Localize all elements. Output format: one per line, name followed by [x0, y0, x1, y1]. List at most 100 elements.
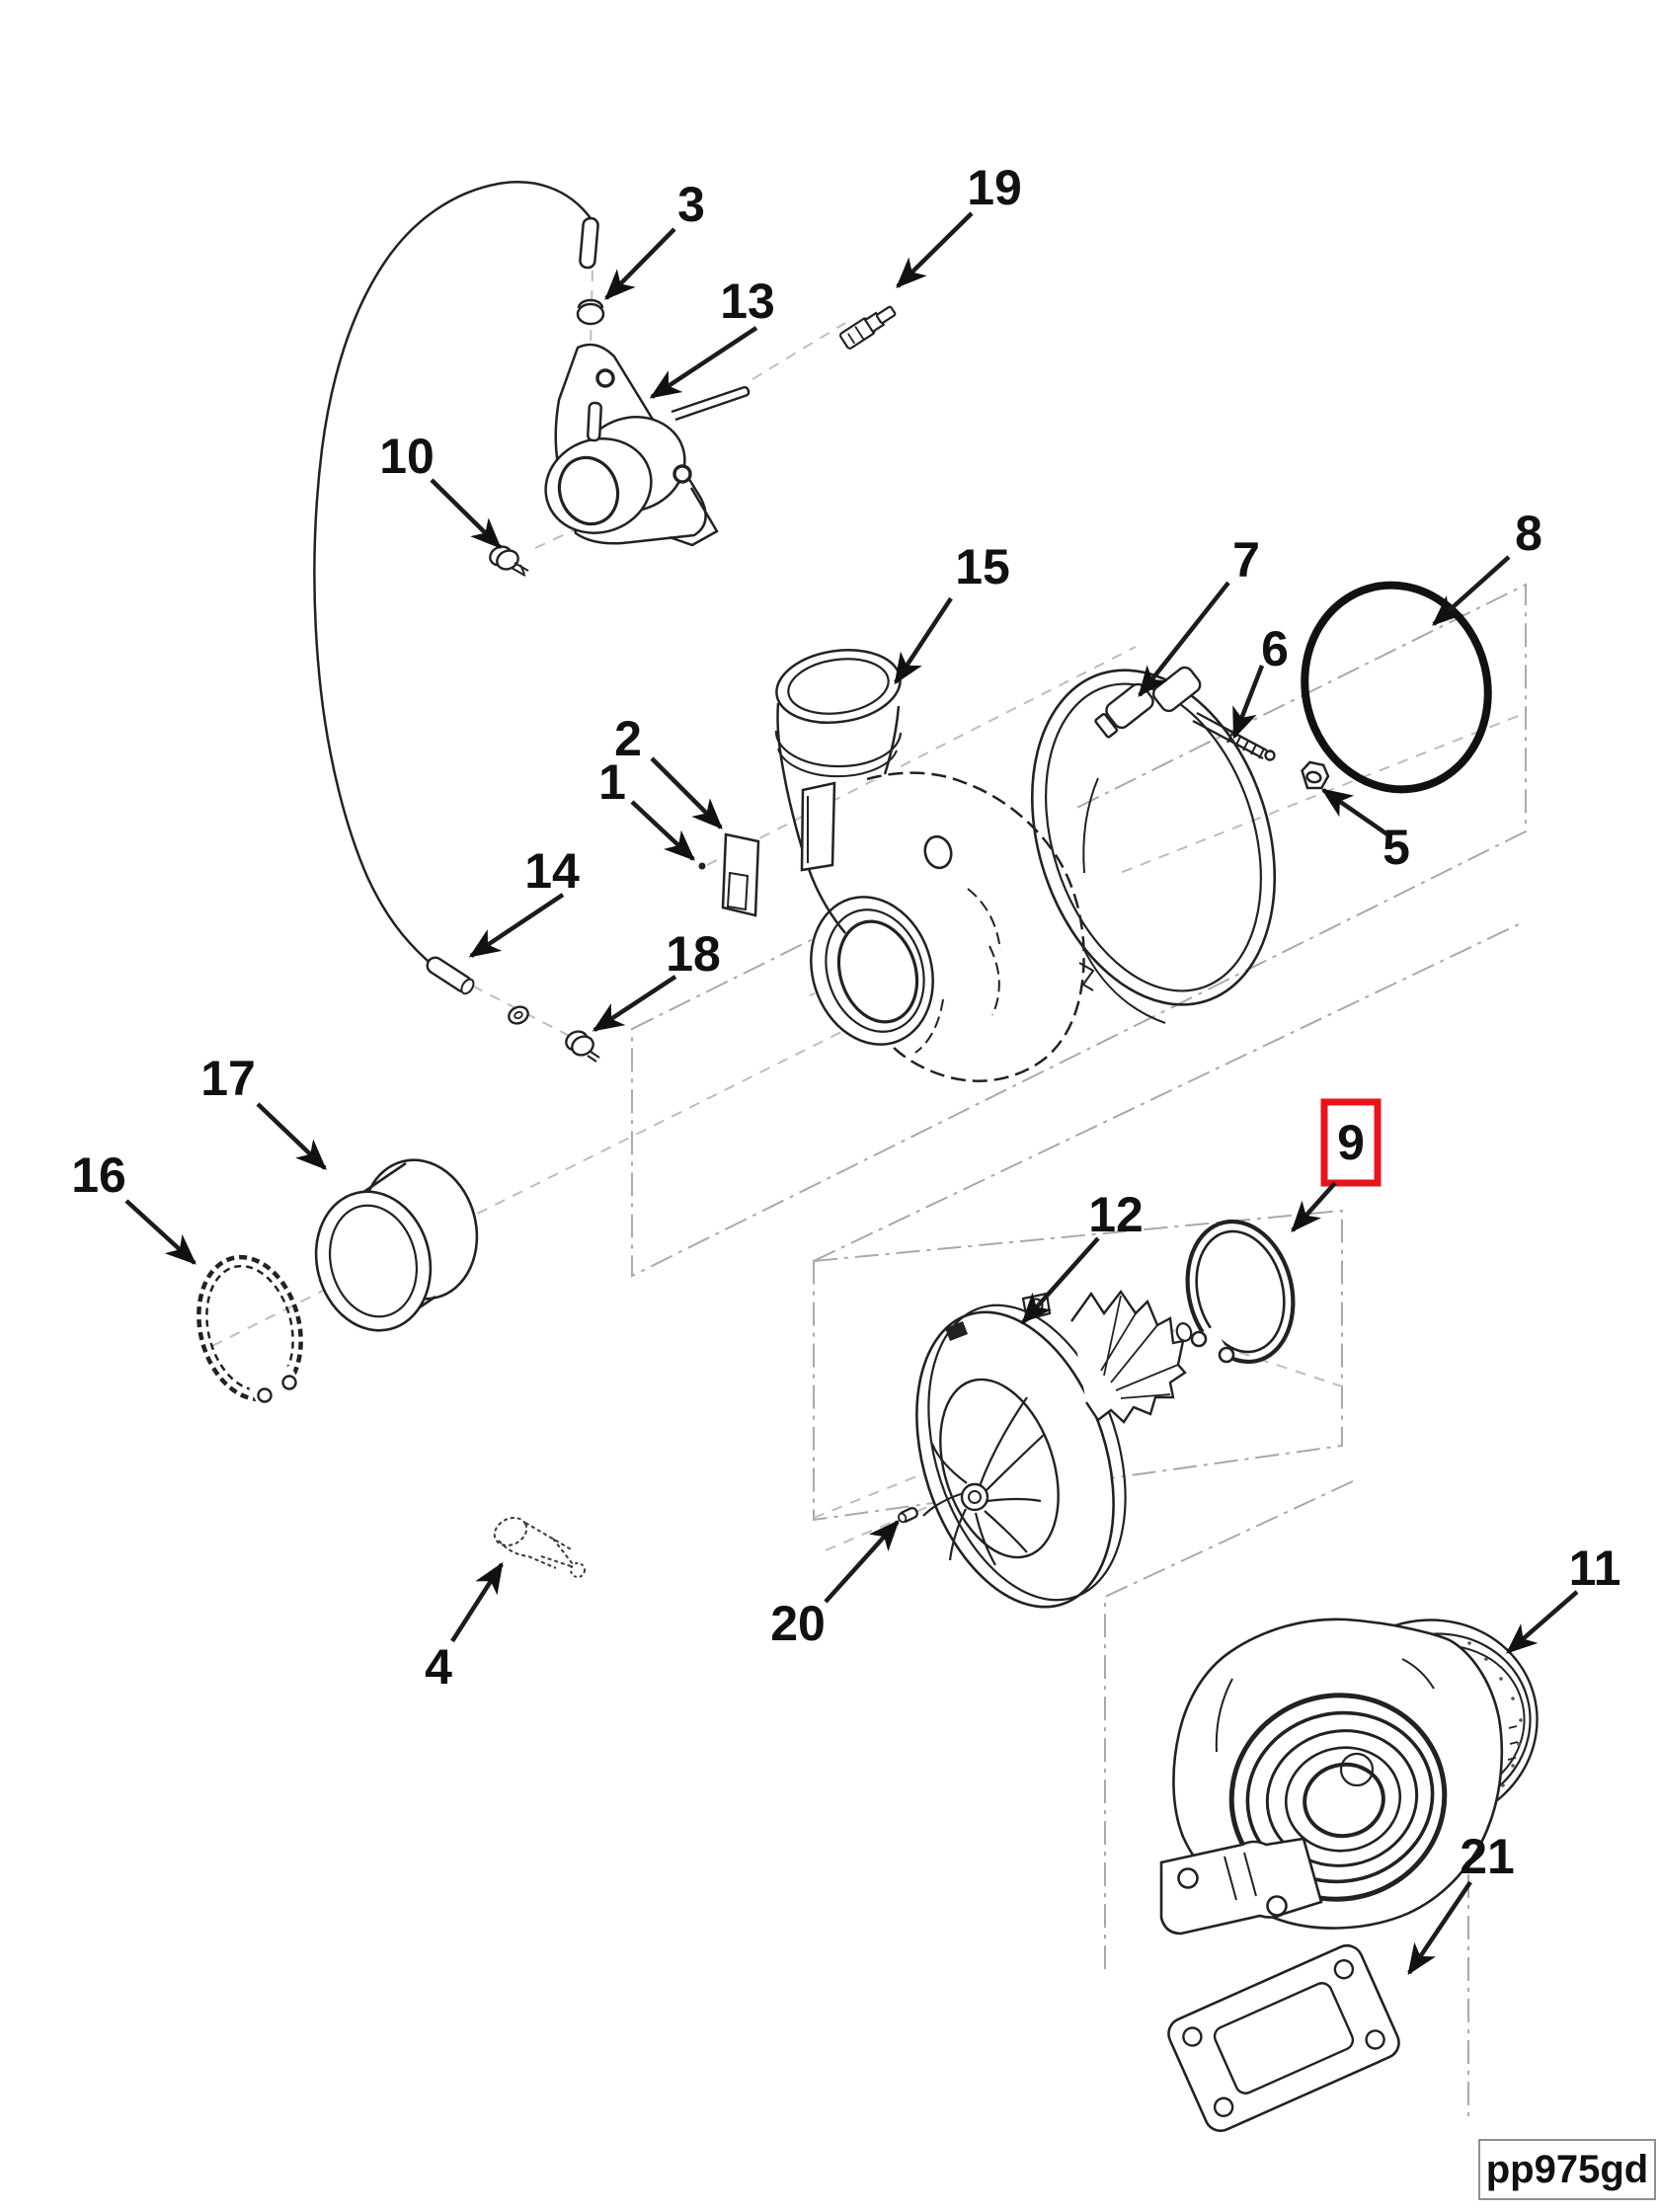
construction-lines — [211, 270, 1527, 2121]
callout-10[interactable]: 10 — [379, 429, 502, 549]
hose-tube — [313, 181, 599, 969]
volute-step — [1078, 962, 1095, 991]
volute-outline — [866, 771, 1085, 1082]
axis-plate — [706, 646, 1137, 866]
callout-11[interactable]: 11 — [1506, 1540, 1621, 1654]
callout-number: 16 — [71, 1147, 126, 1203]
callout-number: 9 — [1337, 1115, 1365, 1170]
front-face — [939, 1378, 1060, 1559]
outlet-flange-outer — [810, 896, 934, 1046]
backplate-notch — [945, 1321, 968, 1341]
callout-number: 18 — [666, 926, 721, 982]
nut-part5 — [1301, 760, 1330, 790]
shaft-end — [1175, 1322, 1193, 1342]
clip-part4 — [493, 1517, 586, 1578]
callout-arrow — [630, 800, 695, 861]
housing-bore-rings — [1228, 1693, 1448, 1902]
callout-arrow — [1432, 555, 1511, 626]
callout-21[interactable]: 21 — [1407, 1829, 1515, 1976]
callout-5[interactable]: 5 — [1320, 788, 1410, 875]
plate-screw-dot — [698, 862, 706, 870]
callout-number: 10 — [379, 429, 434, 484]
hose-end-fitting — [579, 216, 599, 270]
gasket-part21 — [1167, 1943, 1400, 2133]
actuator-bore — [557, 455, 620, 526]
callout-arrow — [124, 1199, 197, 1265]
plate-part1-2 — [698, 832, 760, 917]
callout-arrow — [1291, 1181, 1337, 1232]
callout-arrow — [894, 596, 953, 685]
axis-fitting19 — [751, 322, 846, 380]
callout-number: 11 — [1569, 1540, 1621, 1596]
plane-lower — [1104, 1480, 1354, 1970]
bracket-tab — [669, 487, 719, 547]
callout-16[interactable]: 16 — [71, 1147, 197, 1265]
callout-9[interactable]: 9 — [1291, 1098, 1382, 1232]
backplate-band — [927, 1304, 1127, 1602]
cartridge-part12 — [915, 1289, 1193, 1609]
callout-number: 20 — [770, 1596, 826, 1651]
callout-6[interactable]: 6 — [1231, 621, 1289, 740]
window-slot — [800, 781, 836, 872]
screw-part18 — [565, 1030, 600, 1063]
sleeve-part17 — [314, 1158, 479, 1332]
oring-part8 — [1301, 581, 1492, 794]
callout-12[interactable]: 12 — [1021, 1187, 1144, 1324]
callout-3[interactable]: 3 — [604, 177, 705, 300]
callout-number: 17 — [200, 1051, 256, 1106]
callout-15[interactable]: 15 — [894, 539, 1010, 685]
highlight-box — [1320, 1098, 1382, 1187]
callout-arrow — [824, 1520, 900, 1604]
callout-20[interactable]: 20 — [770, 1520, 900, 1651]
volute-detail-1 — [967, 888, 1001, 951]
axis-nut3 — [590, 270, 593, 349]
callout-number: 12 — [1088, 1187, 1144, 1242]
callout-number: 14 — [524, 843, 580, 899]
face-hole — [923, 834, 953, 870]
callout-arrow — [896, 211, 974, 288]
bracket-hole-top — [595, 368, 615, 388]
callout-arrow — [1021, 1236, 1100, 1324]
callout-7[interactable]: 7 — [1138, 532, 1260, 698]
callout-arrow — [592, 975, 677, 1032]
callout-14[interactable]: 14 — [468, 843, 580, 958]
callout-arrow — [1407, 1880, 1472, 1976]
actuator-rod — [671, 385, 750, 422]
bolt-part10 — [489, 545, 529, 577]
callout-18[interactable]: 18 — [592, 926, 721, 1032]
callout-arrow — [430, 478, 502, 549]
diagonal-centerline — [813, 922, 1522, 1262]
callout-number: 4 — [425, 1639, 452, 1695]
callout-number: 6 — [1261, 621, 1289, 676]
callout-number: 7 — [1232, 532, 1260, 588]
figure-code-badge: pp975gd — [1478, 2139, 1656, 2200]
actuator-pin — [587, 401, 602, 442]
compressor-housing-part15 — [773, 649, 1131, 1086]
turbine-blade-lines — [1100, 1295, 1179, 1399]
axis-shaft — [1145, 1320, 1343, 1387]
callout-13[interactable]: 13 — [649, 274, 775, 399]
callout-number: 1 — [598, 754, 626, 810]
callout-19[interactable]: 19 — [896, 160, 1022, 288]
actuator-part13 — [544, 343, 750, 547]
pin-part20 — [898, 1506, 918, 1524]
retaining-ring-part9 — [1170, 1219, 1296, 1384]
clamp-bolt-part6 — [1192, 711, 1276, 761]
callout-17[interactable]: 17 — [200, 1051, 327, 1170]
neck-right-edge — [883, 705, 901, 775]
plane-middle — [813, 1209, 1343, 1522]
callout-2[interactable]: 2 — [614, 711, 723, 830]
bracket-hole-bottom — [672, 464, 692, 484]
callout-number: 19 — [967, 160, 1022, 215]
callout-arrow — [649, 326, 758, 399]
callout-4[interactable]: 4 — [425, 1561, 504, 1695]
fitting-part19 — [838, 305, 897, 350]
callout-1[interactable]: 1 — [598, 754, 695, 861]
callout-arrow — [1138, 581, 1230, 698]
callout-number: 21 — [1460, 1829, 1515, 1884]
callout-8[interactable]: 8 — [1432, 506, 1542, 626]
neck-left-edge — [776, 702, 846, 934]
callout-arrow — [468, 893, 565, 958]
volute-detail-3 — [914, 998, 944, 1054]
